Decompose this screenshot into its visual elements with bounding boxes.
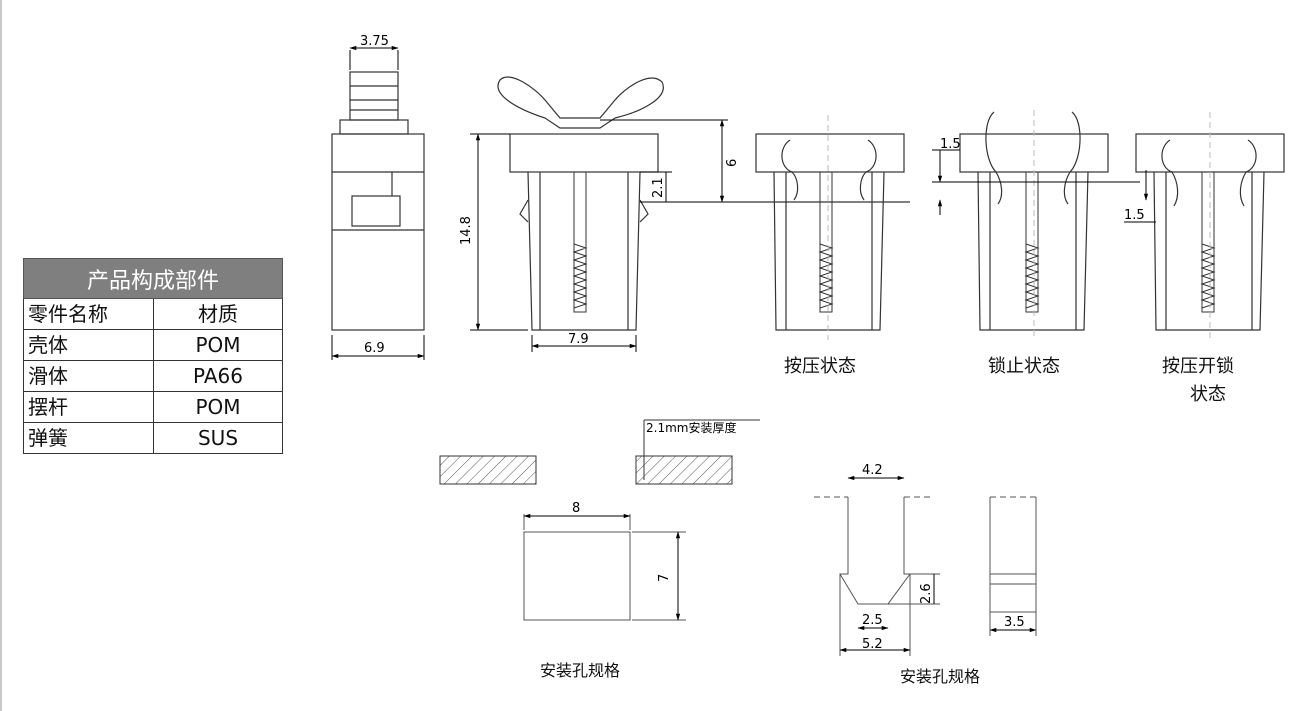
dim-hole-height: 7	[657, 574, 672, 582]
dim-lock-top: 1.5	[940, 137, 961, 152]
side-view	[331, 71, 425, 331]
part-name: 摆杆	[23, 391, 154, 423]
page-border	[0, 0, 2, 711]
label-open-state-line2: 状态	[1190, 384, 1226, 405]
part-material: POM	[153, 391, 283, 423]
dim-body-width: 6.9	[364, 341, 385, 356]
dim-front-width: 7.9	[568, 332, 589, 347]
label-pressed-state: 按压状态	[784, 356, 856, 377]
dim-hole3-width: 3.5	[1004, 615, 1025, 630]
part-material: PA66	[153, 360, 283, 392]
cutout-side-profile	[989, 496, 1040, 636]
side-view-dimensions	[331, 45, 425, 360]
parts-table: 产品构成部件 零件名称 材质 壳体 POM 滑体 PA66 摆杆 POM 弹簧 …	[23, 258, 283, 454]
label-open-state-line1: 按压开锁	[1162, 356, 1234, 377]
mounting-plate	[439, 419, 760, 485]
dim-hole2-top: 4.2	[862, 463, 883, 478]
dim-slot-offset: 2.1	[651, 177, 666, 198]
dim-height: 14.8	[459, 216, 474, 245]
part-name: 弹簧	[23, 422, 154, 454]
cutout-rectangle	[523, 513, 686, 621]
dim-hole-width: 8	[572, 501, 580, 516]
front-view-dimensions	[470, 119, 910, 352]
part-material: SUS	[153, 422, 283, 454]
plate-thickness-note: 2.1mm安装厚度	[646, 420, 736, 435]
dim-arm-height: 6	[725, 159, 740, 167]
table-header-row: 零件名称 材质	[23, 298, 283, 330]
header-material: 材质	[153, 298, 283, 330]
pressed-state-view	[755, 133, 905, 331]
label-hole-right: 安装孔规格	[900, 667, 980, 686]
dim-hole2-bottom: 5.2	[862, 637, 883, 652]
label-hole-left: 安装孔规格	[540, 661, 620, 680]
parts-table-title: 产品构成部件	[23, 258, 283, 299]
label-locked-state: 锁止状态	[988, 356, 1060, 377]
dim-hole2-slot: 2.6	[919, 583, 934, 604]
table-row: 摆杆 POM	[23, 391, 283, 423]
front-view	[497, 76, 664, 331]
lock-dimension	[932, 149, 1140, 215]
dim-top-width: 3.75	[360, 34, 389, 49]
table-row: 弹簧 SUS	[23, 422, 283, 454]
dim-open-offset: 1.5	[1124, 208, 1145, 223]
dim-hole2-inner: 2.5	[862, 613, 883, 628]
cutout-slot-profile	[814, 475, 940, 656]
open-dimension	[1124, 170, 1156, 223]
